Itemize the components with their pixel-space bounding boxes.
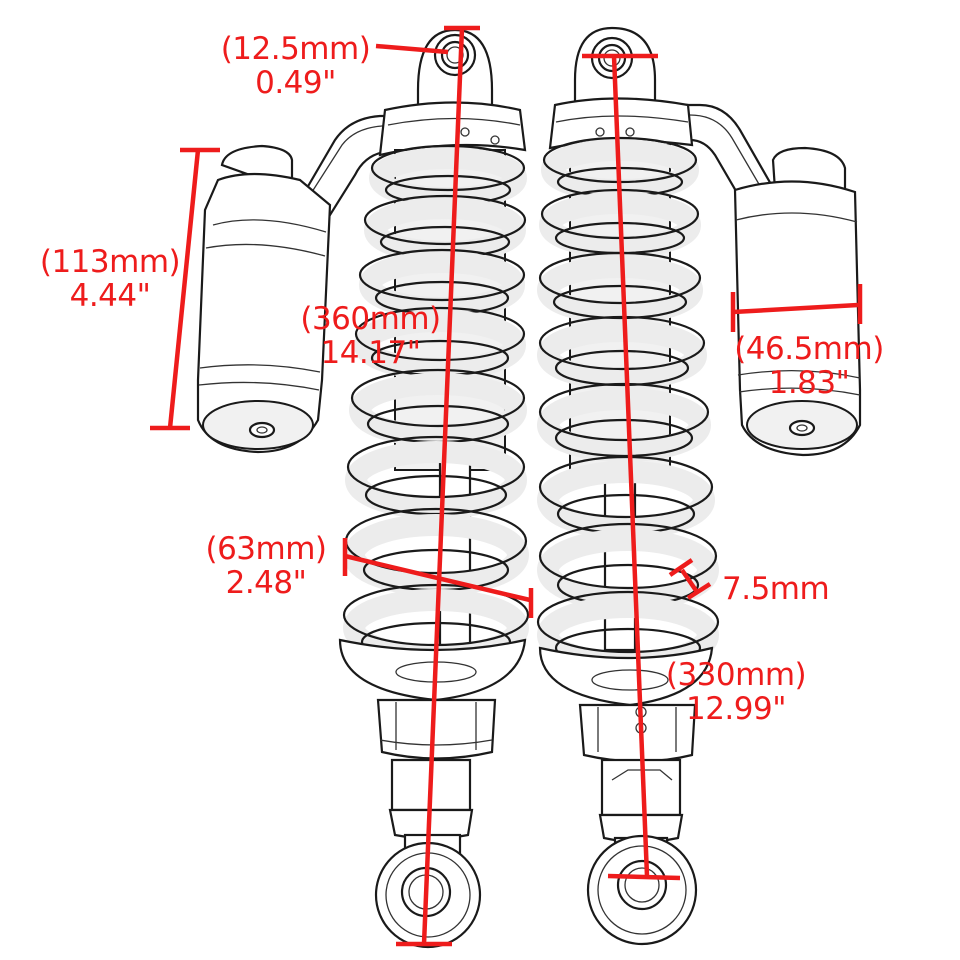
right-bottom-eye: [586, 834, 698, 946]
reservoir-diameter-label: (46.5mm) 1.83": [724, 332, 894, 400]
wire-thickness-line: [680, 568, 699, 594]
right-total-length-metric: (330mm): [665, 657, 807, 693]
left-total-length-imperial: 14.17": [320, 335, 421, 371]
reservoir-length-label: (113mm) 4.44": [30, 245, 190, 313]
left-total-length-label: (360mm) 14.17": [288, 302, 453, 370]
eye-diameter-leader: [375, 43, 449, 55]
right-shock: [536, 26, 862, 946]
wire-thickness-metric: 7.5mm: [722, 571, 830, 607]
left-top-eye: [416, 28, 494, 112]
eye-diameter-label: (12.5mm) 0.49": [213, 32, 378, 100]
reservoir-diameter-line: [732, 302, 859, 315]
eye-diameter-imperial: 0.49": [255, 65, 336, 101]
right-reservoir: [733, 146, 862, 457]
right-total-length-label: (330mm) 12.99": [656, 658, 816, 726]
spring-diameter-metric: (63mm): [205, 531, 327, 567]
left-spring: [342, 144, 530, 667]
left-shock: [196, 28, 530, 949]
wire-thickness-label: 7.5mm: [722, 572, 842, 606]
left-total-length-metric: (360mm): [300, 301, 441, 337]
spring-diameter-imperial: 2.48": [225, 565, 307, 601]
reservoir-diameter-metric: (46.5mm): [734, 331, 884, 367]
right-total-length-line: [611, 55, 650, 877]
dimension-lines: [150, 25, 863, 947]
left-total-length-line: [421, 27, 465, 945]
right-total-length-imperial: 12.99": [685, 691, 787, 727]
spring-diameter-label: (63mm) 2.48": [196, 532, 336, 600]
reservoir-diameter-imperial: 1.83": [768, 365, 850, 401]
left-reservoir: [196, 144, 332, 454]
reservoir-length-metric: (113mm): [39, 244, 181, 280]
reservoir-length-imperial: 4.44": [69, 278, 151, 314]
reservoir-length-line: [167, 149, 201, 429]
spring-diameter-line: [344, 553, 531, 603]
eye-diameter-metric: (12.5mm): [220, 31, 371, 67]
